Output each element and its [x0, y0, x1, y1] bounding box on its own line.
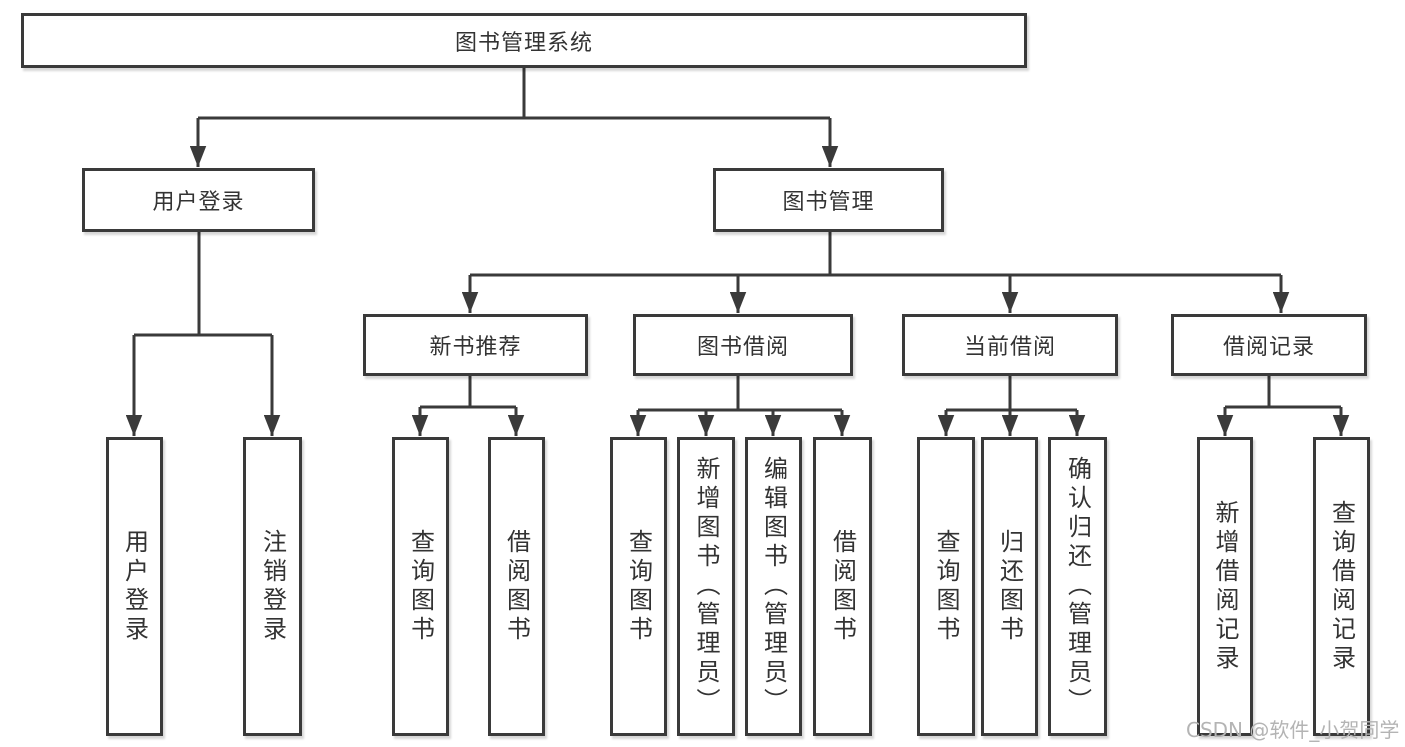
node-label: 确认归还（管理员） — [1063, 456, 1092, 717]
node-leaf-query-borrow-record: 查询借阅记录 — [1313, 437, 1370, 736]
node-label: 用户登录 — [152, 190, 245, 215]
node-label: 查询图书 — [406, 528, 435, 645]
node-leaf-logout: 注销登录 — [243, 437, 302, 736]
node-leaf-edit-books-admin: 编辑图书（管理员） — [745, 437, 802, 736]
node-current-borrowing: 当前借阅 — [902, 314, 1118, 376]
node-leaf-add-borrow-record: 新增借阅记录 — [1197, 437, 1253, 736]
node-leaf-return-books: 归还图书 — [981, 437, 1038, 736]
node-label: 归还图书 — [995, 528, 1024, 645]
node-label: 新书推荐 — [429, 335, 522, 360]
node-leaf-user-login: 用户登录 — [106, 437, 163, 736]
node-label: 借阅记录 — [1222, 335, 1315, 360]
node-leaf-confirm-return-admin: 确认归还（管理员） — [1048, 437, 1107, 736]
node-label: 图书管理系统 — [454, 30, 593, 56]
node-new-book-recommend: 新书推荐 — [363, 314, 588, 376]
node-leaf-borrow-books-recommend: 借阅图书 — [488, 437, 545, 736]
node-leaf-query-books-borrow: 查询图书 — [610, 437, 667, 736]
node-borrow-records: 借阅记录 — [1171, 314, 1367, 376]
node-label: 查询图书 — [932, 528, 960, 645]
node-leaf-add-books-admin: 新增图书（管理员） — [677, 437, 735, 736]
node-label: 编辑图书（管理员） — [759, 456, 788, 717]
node-label: 新增图书（管理员） — [692, 456, 720, 717]
node-leaf-query-books-current: 查询图书 — [917, 437, 975, 736]
watermark: CSDN @软件_小贺同学 — [1186, 718, 1400, 742]
node-leaf-query-books-recommend: 查询图书 — [392, 437, 449, 736]
node-label: 借阅图书 — [828, 528, 857, 645]
node-book-borrowing: 图书借阅 — [633, 314, 853, 376]
node-label: 注销登录 — [258, 528, 287, 645]
node-label: 图书借阅 — [696, 335, 789, 360]
node-system-root: 图书管理系统 — [21, 13, 1027, 68]
node-label: 查询图书 — [624, 528, 653, 645]
node-leaf-borrow-books: 借阅图书 — [813, 437, 872, 736]
node-label: 借阅图书 — [502, 528, 531, 645]
node-label: 新增借阅记录 — [1211, 499, 1239, 674]
node-book-management: 图书管理 — [713, 168, 944, 232]
node-label: 当前借阅 — [963, 335, 1056, 360]
node-label: 图书管理 — [782, 190, 875, 215]
node-label: 查询借阅记录 — [1327, 499, 1356, 674]
node-label: 用户登录 — [120, 528, 149, 645]
node-user-login: 用户登录 — [82, 168, 315, 232]
